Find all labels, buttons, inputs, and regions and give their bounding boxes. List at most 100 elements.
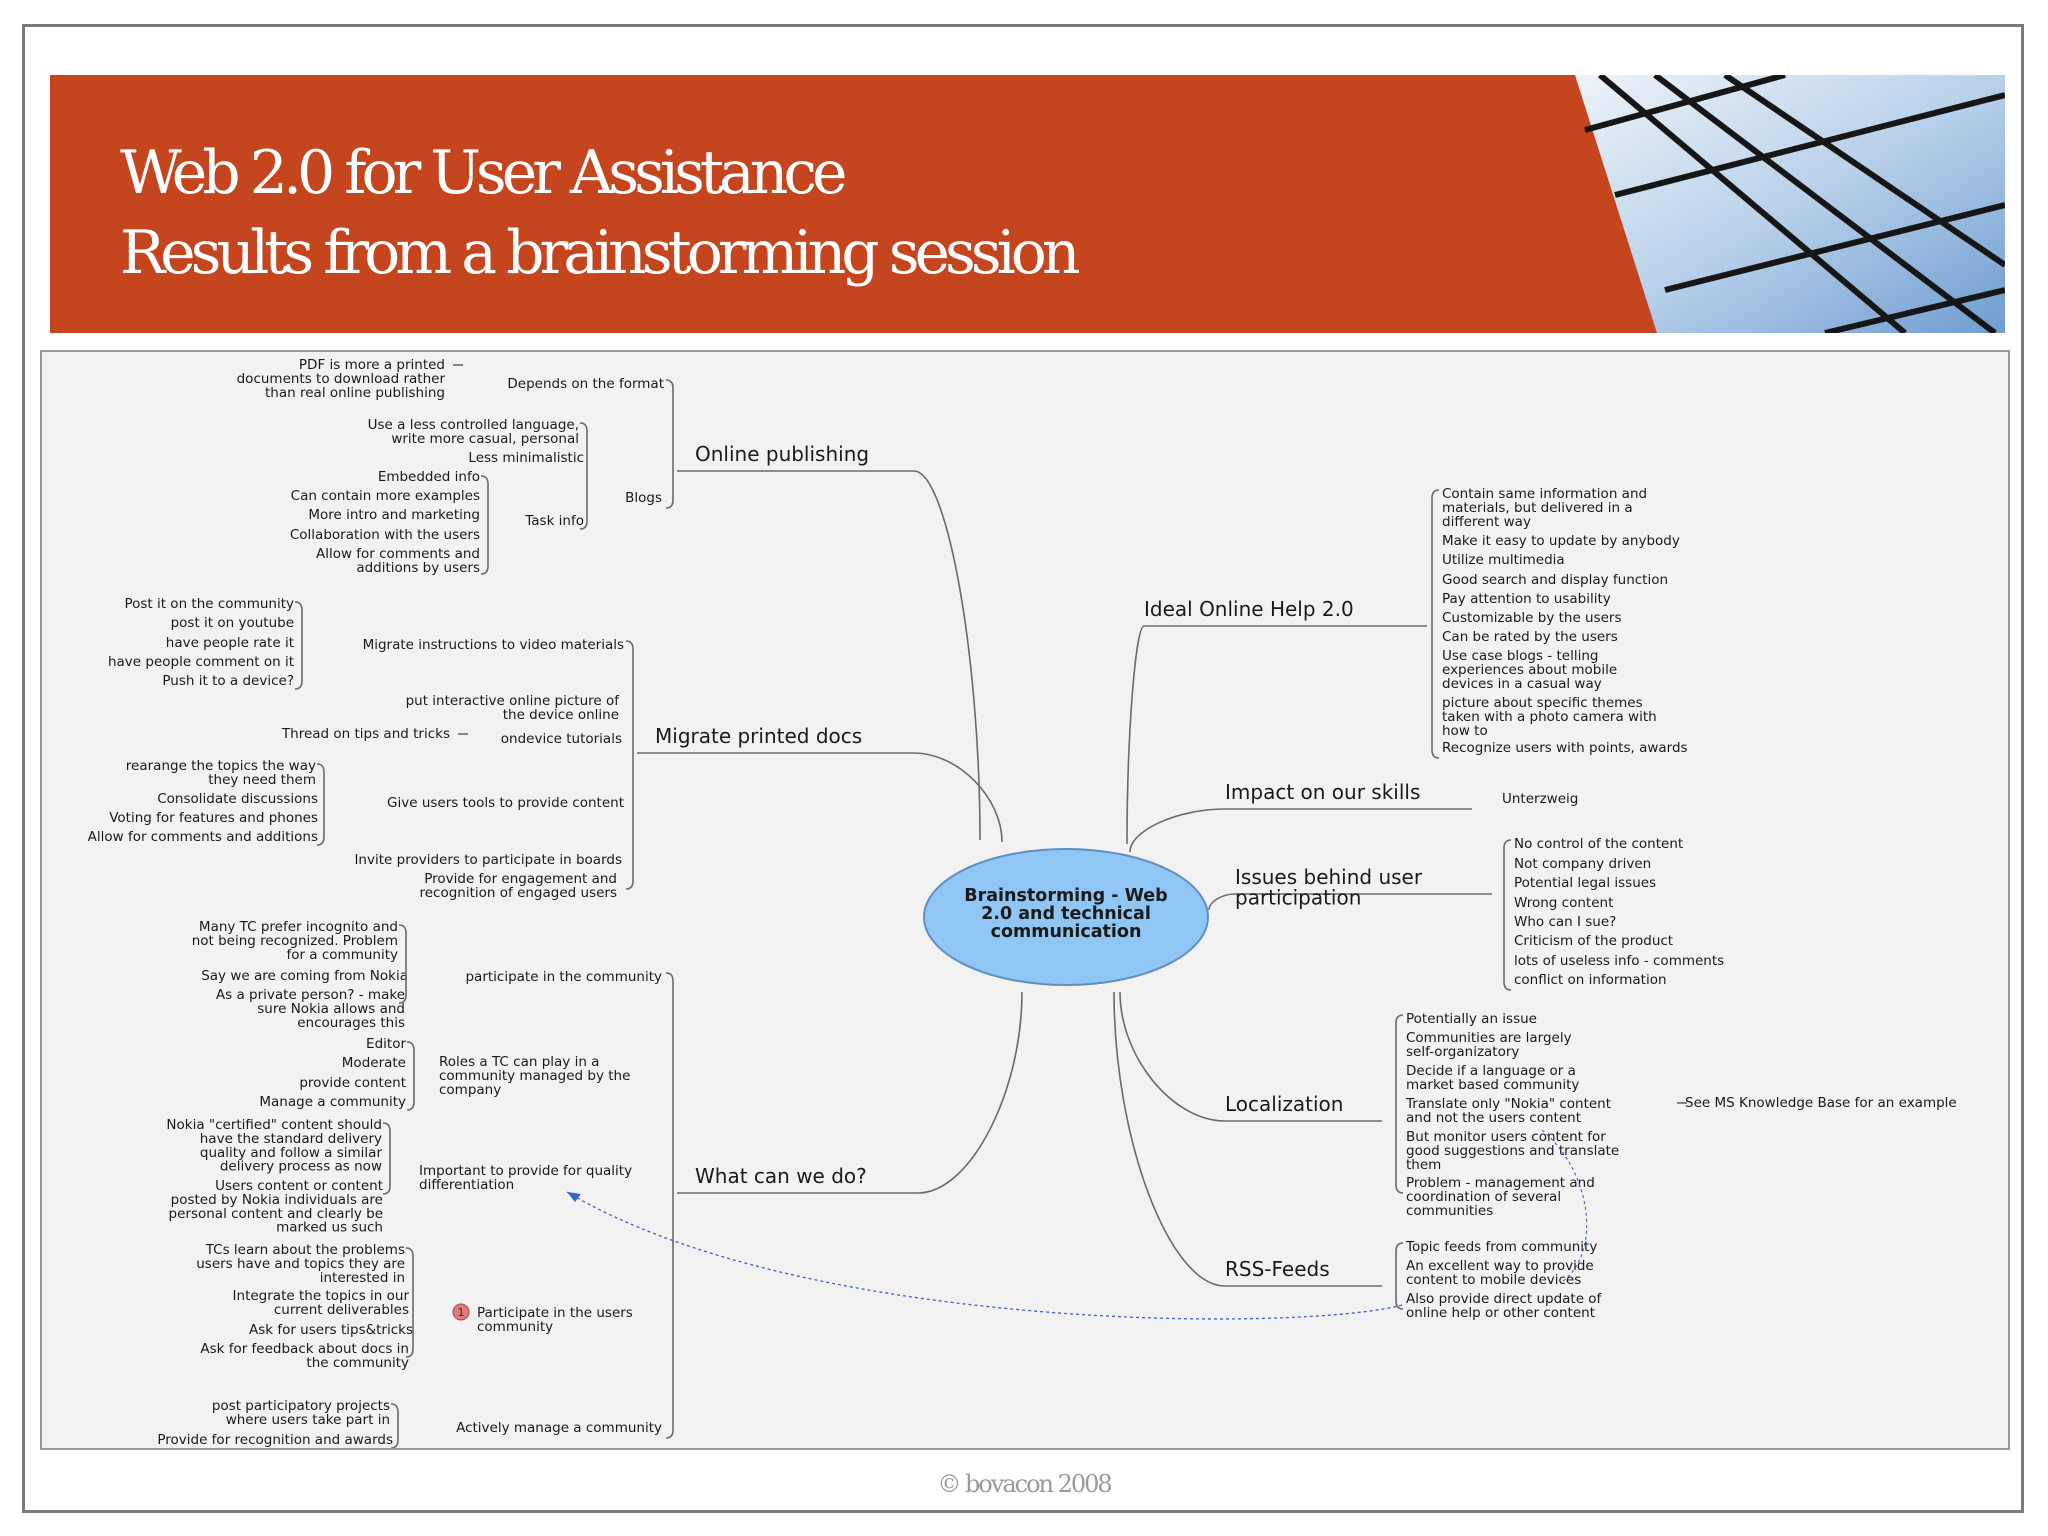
node-issues-user-participation-6: lots of useless info - comments [1514, 953, 1724, 969]
brace-what-can-we-do-1 [406, 1041, 415, 1111]
branch-label-what-can-we-do: What can we do? [695, 1164, 867, 1188]
node-what-can-we-do-1-2: provide content [299, 1075, 406, 1091]
node-rss-feeds-0: Topic feeds from community [1405, 1239, 1597, 1255]
node-ideal-online-help-3: Good search and display function [1442, 572, 1668, 588]
node-migrate-printed-docs-0-1: post it on youtube [171, 615, 294, 631]
task-info-brace [480, 475, 489, 575]
branch-label-rss-feeds: RSS-Feeds [1225, 1257, 1330, 1281]
branch-connector-rss-feeds [1113, 991, 1226, 1287]
node-what-can-we-do-1-1: Moderate [342, 1055, 406, 1071]
priority-marker-label: 1 [458, 1306, 465, 1319]
branch-connector-impact-on-skills [1129, 808, 1226, 853]
title-banner: Web 2.0 for User Assistance Results from… [50, 75, 2005, 333]
node-online-publishing-1-1: Less minimalistic [468, 450, 584, 466]
brace-online-publishing-1 [579, 422, 588, 530]
node-migrate-printed-docs-0: Migrate instructions to video materials [363, 637, 624, 653]
node-issues-user-participation-2: Potential legal issues [1514, 875, 1656, 891]
node-migrate-printed-docs-4: Invite providers to participate in board… [354, 852, 622, 868]
node-what-can-we-do-3-2: Ask for users tips&tricks [249, 1322, 413, 1338]
node-issues-user-participation-0: No control of the content [1514, 836, 1683, 852]
branch-label-localization: Localization [1225, 1092, 1343, 1116]
node-what-can-we-do-1-0: Editor [366, 1036, 406, 1052]
node-online-publishing-1-2-0: Embedded info [378, 469, 480, 485]
slide-title: Web 2.0 for User Assistance Results from… [120, 133, 1081, 293]
branch-label-impact-on-skills: Impact on our skills [1225, 780, 1420, 804]
node-online-publishing-1-2-1: Can contain more examples [291, 488, 480, 504]
node-migrate-printed-docs-0-2: have people rate it [166, 635, 294, 651]
node-ideal-online-help-5: Customizable by the users [1442, 610, 1622, 626]
branch-connector-ideal-online-help [1126, 625, 1145, 845]
brace-what-can-we-do-2 [382, 1122, 391, 1195]
node-migrate-printed-docs-3: Give users tools to provide content [387, 795, 624, 811]
branch-connector-localization [1119, 991, 1226, 1122]
node-online-publishing-1-2-3: Collaboration with the users [290, 527, 480, 543]
node-migrate-printed-docs-0-3: have people comment on it [108, 654, 294, 670]
node-migrate-printed-docs-3-3: Allow for comments and additions [88, 829, 318, 845]
branch-connector-online-publishing [913, 470, 981, 841]
brace-what-can-we-do [665, 972, 674, 1439]
node-localization-3-0: See MS Knowledge Base for an example [1685, 1095, 1957, 1111]
node-migrate-printed-docs-3-1: Consolidate discussions [157, 791, 318, 807]
priority-marker-icon [452, 1303, 470, 1321]
relationship-arrow [566, 1191, 1403, 1320]
node-issues-user-participation-4: Who can I sue? [1514, 914, 1616, 930]
node-online-publishing-0: Depends on the format [507, 376, 664, 392]
slide-title-line-1: Web 2.0 for User Assistance [120, 138, 847, 208]
node-impact-on-skills-0: Unterzweig [1502, 791, 1578, 807]
node-issues-user-participation-3: Wrong content [1514, 895, 1613, 911]
node-ideal-online-help-2: Utilize multimedia [1442, 552, 1565, 568]
brace-what-can-we-do-4 [390, 1403, 399, 1448]
slide-frame [22, 24, 2024, 1513]
brace-rss-feeds [1395, 1242, 1404, 1310]
brace-migrate-printed-docs [625, 640, 634, 890]
brace-migrate-printed-docs-3 [316, 763, 325, 846]
node-migrate-printed-docs-0-0: Post it on the community [124, 596, 294, 612]
brace-online-publishing [665, 379, 674, 509]
branch-label-online-publishing: Online publishing [695, 442, 869, 466]
brace-localization [1395, 1014, 1404, 1194]
central-topic-node[interactable] [923, 848, 1209, 986]
node-what-can-we-do-4-1: Provide for recognition and awards [157, 1432, 393, 1448]
copyright-notice: © bovacon 2008 [937, 1470, 1112, 1498]
arrowhead-icon [567, 1192, 581, 1202]
branch-connector-issues-user-participation [1208, 893, 1236, 911]
node-online-publishing-1-2: Task info [524, 513, 584, 529]
branch-connector-what-can-we-do [917, 991, 1023, 1194]
node-issues-user-participation-1: Not company driven [1514, 856, 1651, 872]
node-ideal-online-help-9: Recognize users with points, awards [1442, 740, 1688, 756]
node-online-publishing-1-0: Use a less controlled language,write mor… [368, 417, 579, 447]
node-online-publishing-1-2-2: More intro and marketing [308, 507, 480, 523]
node-localization-0: Potentially an issue [1406, 1011, 1537, 1027]
brace-migrate-printed-docs-0 [294, 601, 303, 690]
node-what-can-we-do-1-3: Manage a community [259, 1094, 406, 1110]
node-migrate-printed-docs-2-0: Thread on tips and tricks [281, 726, 450, 742]
branch-label-ideal-online-help: Ideal Online Help 2.0 [1144, 597, 1354, 621]
node-what-can-we-do-0: participate in the community [465, 969, 662, 985]
slide-title-line-2: Results from a brainstorming session [120, 218, 1081, 288]
node-ideal-online-help-6: Can be rated by the users [1442, 629, 1618, 645]
brace-what-can-we-do-0 [398, 924, 407, 1004]
